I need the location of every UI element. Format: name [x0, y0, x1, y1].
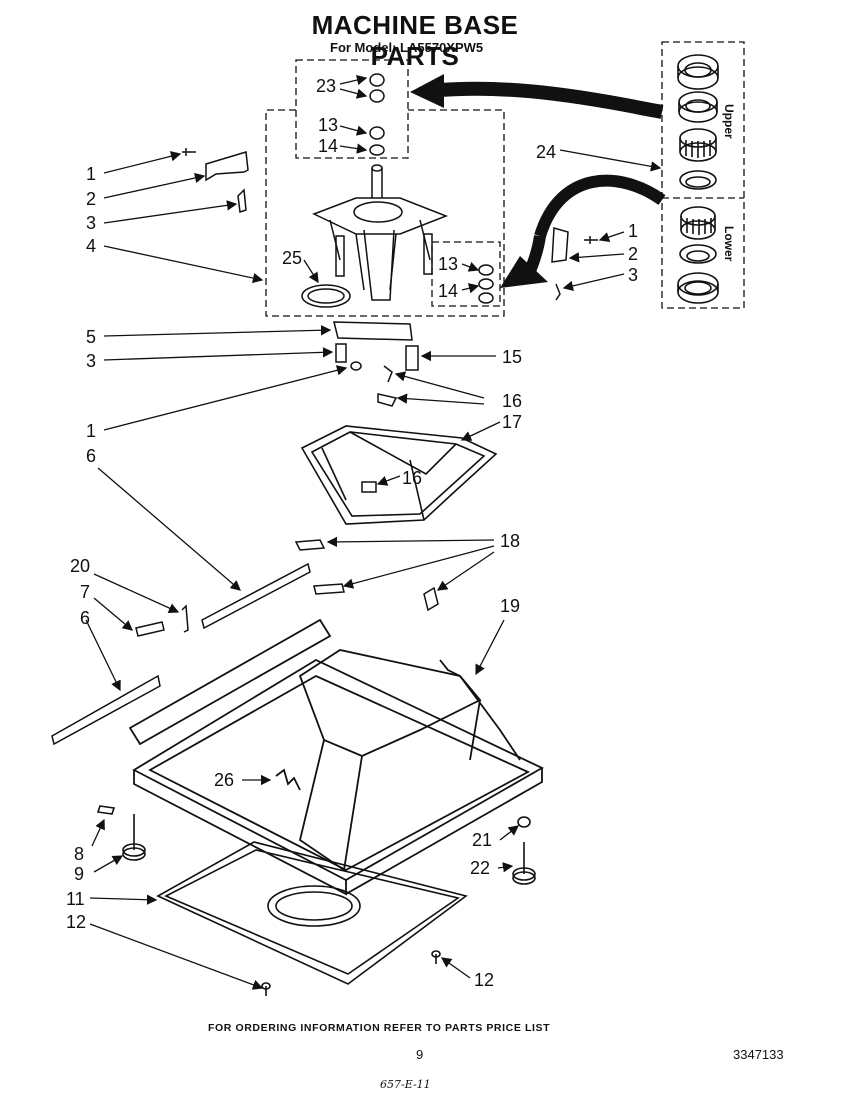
- callout-2-left: 2: [86, 189, 96, 209]
- base-frame: [128, 618, 544, 896]
- legs-and-base-plate: [96, 805, 536, 996]
- hub-assembly: [301, 73, 494, 308]
- callout-1-left-mid: 1: [86, 421, 96, 441]
- callout-13-upper: 13: [318, 115, 338, 135]
- callout-12-right: 12: [474, 970, 494, 990]
- inset-upper-label: Upper: [722, 104, 736, 139]
- callout-17: 17: [502, 412, 522, 432]
- callout-3-left-upper: 3: [86, 213, 96, 233]
- callout-16-upper: 16: [502, 391, 522, 411]
- callout-3-right: 3: [628, 265, 638, 285]
- callout-5: 5: [86, 327, 96, 347]
- callout-6-lower: 6: [80, 608, 90, 628]
- callout-21: 21: [472, 830, 492, 850]
- inset-lower-label: Lower: [722, 226, 736, 262]
- callout-20: 20: [70, 556, 90, 576]
- callout-12-left: 12: [66, 912, 86, 932]
- callout-1-left-upper: 1: [86, 164, 96, 184]
- diagram-title: MACHINE BASE PARTS: [311, 10, 519, 71]
- model-subtitle: For Model: LA5570XPW5: [330, 40, 484, 55]
- callout-9: 9: [74, 864, 84, 884]
- callout-22: 22: [470, 858, 490, 878]
- pump-mount-frame: [300, 425, 498, 525]
- callout-24: 24: [536, 142, 556, 162]
- handwritten-note: 657-E-11: [380, 1078, 431, 1091]
- callout-14-upper: 14: [318, 136, 338, 156]
- callout-26: 26: [214, 770, 234, 790]
- bearing-set-inset: [677, 54, 719, 304]
- curved-arrows: [410, 74, 666, 288]
- callout-23: 23: [316, 76, 336, 96]
- callout-6-upper: 6: [86, 446, 96, 466]
- callout-2-right: 2: [628, 244, 638, 264]
- callout-7: 7: [80, 582, 90, 602]
- callout-1-right: 1: [628, 221, 638, 241]
- callout-4: 4: [86, 236, 96, 256]
- clips-and-rails: [51, 539, 439, 746]
- callout-14-lower: 14: [438, 281, 458, 301]
- callout-8: 8: [74, 844, 84, 864]
- mid-hardware: [333, 321, 419, 493]
- callout-16-lower: 16: [402, 468, 422, 488]
- leader-lines: [85, 74, 662, 990]
- callout-19: 19: [500, 596, 520, 616]
- callout-18: 18: [500, 531, 520, 551]
- callout-11: 11: [66, 889, 85, 909]
- ordering-note: FOR ORDERING INFORMATION REFER TO PARTS …: [208, 1022, 551, 1034]
- callout-25: 25: [282, 248, 302, 268]
- callout-13-lower: 13: [438, 254, 458, 274]
- callout-3-left-mid: 3: [86, 351, 96, 371]
- page-number: 9: [416, 1047, 424, 1062]
- callout-numbers: 23 13 14 1 2 3 4 25 24 1 2 3 13 14 5 3 1…: [66, 76, 638, 990]
- callout-15: 15: [502, 347, 522, 367]
- document-number: 3347133: [733, 1047, 784, 1062]
- upper-brackets: [182, 148, 598, 301]
